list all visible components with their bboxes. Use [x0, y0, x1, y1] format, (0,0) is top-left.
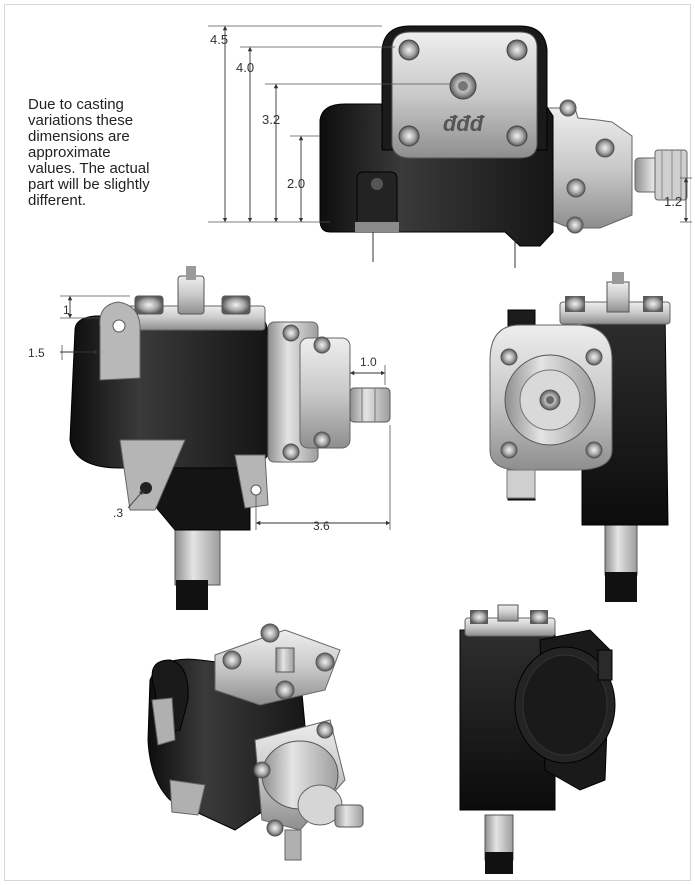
- dim-label-2-0: 2.0: [287, 176, 305, 191]
- view-front: 1 1.5 1.0 .3 3.6: [28, 266, 391, 610]
- view-end: [489, 272, 671, 602]
- view-top: [459, 604, 616, 874]
- brand-logo: đđđ: [443, 111, 485, 136]
- dim-label-4-0: 4.0: [236, 60, 254, 75]
- dim-label-3-6: 3.6: [313, 519, 330, 533]
- dim-label-4-5: 4.5: [210, 32, 228, 47]
- dim-label-hole: .3: [113, 506, 123, 520]
- sheet-border: [4, 4, 691, 881]
- dim-label-1-5: 1.5: [28, 346, 45, 360]
- dim-label-3-2: 3.2: [262, 112, 280, 127]
- casting-note: Due to casting variations these dimensio…: [28, 96, 150, 209]
- view-side-profile: đđđ 4.5 4.0 3.2 2.0 1.2: [208, 25, 692, 268]
- view-isometric: [147, 623, 364, 861]
- dim-label-1-0: 1.0: [360, 355, 377, 369]
- dim-label-1-2: 1.2: [664, 194, 682, 209]
- dim-label-mount-top: 1: [63, 303, 70, 317]
